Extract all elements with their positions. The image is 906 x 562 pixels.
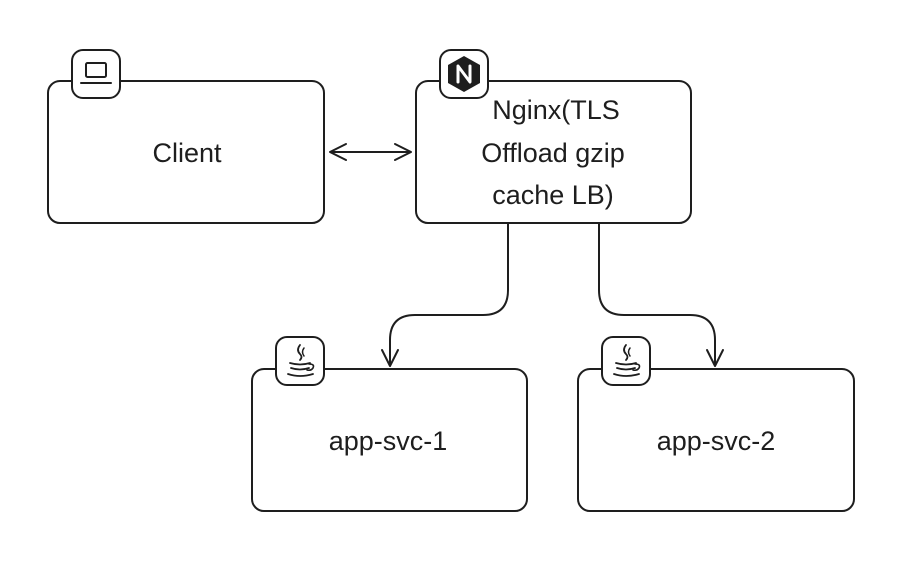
java-icon xyxy=(601,336,651,386)
laptop-icon xyxy=(71,49,121,99)
java-icon xyxy=(275,336,325,386)
app-svc-1-node[interactable]: app-svc-1 xyxy=(251,368,528,512)
nginx-icon xyxy=(439,49,489,99)
app-svc-2-label: app-svc-2 xyxy=(657,426,776,456)
app-svc-1-label: app-svc-1 xyxy=(329,426,448,456)
nginx-label-line-1: Nginx(TLS xyxy=(492,95,620,125)
nginx-node[interactable]: Nginx(TLS Offload gzip cache LB) xyxy=(415,80,692,224)
nginx-label-line-3: cache LB) xyxy=(492,180,614,210)
client-label: Client xyxy=(152,138,222,168)
edge-nginx-app-svc-1 xyxy=(381,224,509,367)
edge-nginx-app-svc-2 xyxy=(598,224,724,367)
nginx-label-line-2: Offload gzip xyxy=(481,138,625,168)
client-node[interactable]: Client xyxy=(47,80,325,224)
app-svc-2-node[interactable]: app-svc-2 xyxy=(577,368,855,512)
